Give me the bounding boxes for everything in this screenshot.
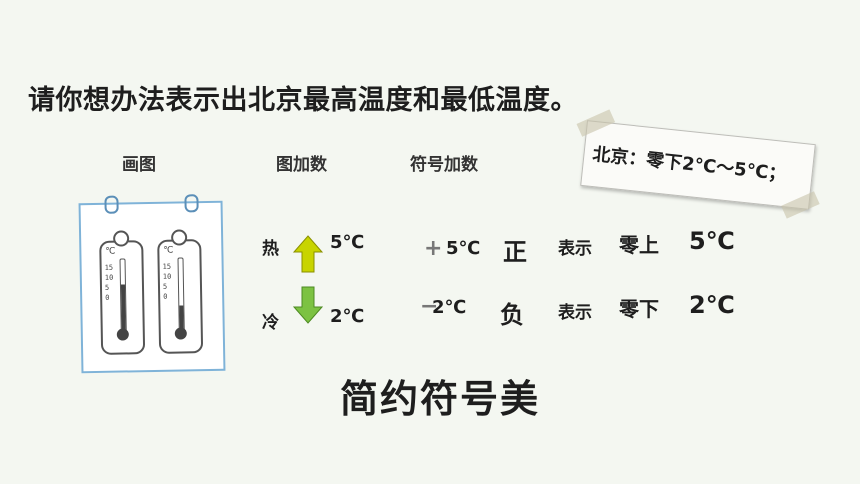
cold-value: 2℃ (330, 306, 365, 327)
scale-tick: 5 (104, 283, 110, 292)
scale-tick: 0 (163, 292, 168, 301)
positive-result-word: 零上 (619, 233, 659, 257)
thermometer-picture: ℃ 15 10 5 0 ℃ 15 10 5 0 (78, 194, 226, 374)
plus-sign: + (424, 236, 443, 261)
down-arrow-icon (293, 286, 323, 324)
thermometer-ring (171, 229, 188, 246)
positive-means: 表示 (558, 239, 592, 259)
tape-left (576, 109, 616, 137)
clip-right (184, 194, 199, 213)
thermometer-unit: ℃ (163, 245, 174, 256)
mercury-level (120, 284, 126, 332)
clip-left (104, 195, 119, 214)
up-arrow-icon (293, 235, 323, 273)
tape-right (781, 191, 820, 219)
hot-value: 5℃ (330, 232, 365, 253)
thermometer-tube (119, 258, 127, 333)
positive-result-value: 5℃ (689, 227, 735, 255)
scale-tick: 15 (162, 262, 172, 271)
thermometer-right: ℃ 15 10 5 0 (157, 229, 204, 354)
question-text: 请你想办法表示出北京最高温度和最低温度。 (28, 85, 578, 116)
thermometer-scale: 15 10 5 0 (163, 262, 172, 302)
column-label-drawing: 画图 (122, 155, 156, 175)
column-label-picture-number: 图加数 (276, 155, 327, 175)
negative-means: 表示 (558, 303, 592, 323)
thermometer-tube (177, 257, 185, 332)
scale-tick: 5 (162, 282, 168, 291)
minus-sign: − (420, 294, 439, 319)
thermometer-scale: 15 10 5 0 (105, 263, 114, 303)
positive-value: 5℃ (446, 238, 481, 259)
positive-name: 正 (503, 238, 527, 266)
thermometer-bulb (174, 327, 187, 340)
negative-result-word: 零下 (619, 297, 659, 321)
hot-label: 热 (262, 239, 279, 259)
scale-tick: 10 (162, 272, 172, 281)
note-text: 北京：零下2℃～5℃； (591, 143, 788, 186)
negative-value: 2℃ (432, 297, 467, 318)
negative-result-value: 2℃ (689, 291, 735, 319)
beijing-note: 北京：零下2℃～5℃； (576, 109, 820, 219)
column-label-symbol-number: 符号加数 (410, 155, 478, 175)
summary-title: 简约符号美 (340, 377, 541, 421)
scale-tick: 0 (105, 293, 110, 302)
negative-name: 负 (500, 301, 524, 329)
scale-tick: 10 (104, 273, 114, 282)
thermometer-left: ℃ 15 10 5 0 (99, 230, 146, 355)
thermometer-bulb (116, 328, 129, 341)
cold-label: 冷 (262, 313, 279, 333)
thermometer-unit: ℃ (105, 246, 116, 257)
thermometer-ring (113, 230, 130, 247)
scale-tick: 15 (104, 263, 114, 272)
